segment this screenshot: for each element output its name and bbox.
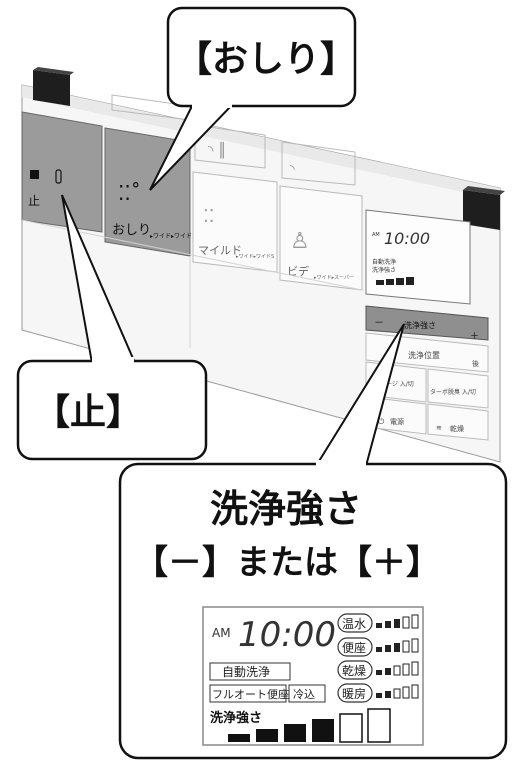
lcd-seat: 便座	[342, 640, 366, 655]
lcd-level-segment	[385, 645, 391, 652]
strength-plus[interactable]: ＋	[470, 331, 479, 342]
lcd-level-segment	[393, 665, 401, 676]
lcd-level-segment	[402, 616, 410, 629]
strength-level-bar	[339, 713, 363, 743]
dry-button[interactable]	[427, 403, 489, 441]
dry-icon: ≋	[436, 424, 442, 432]
bidet-modes: ▸ワイド▸スーパー	[314, 275, 354, 281]
lcd-dry: 乾燥	[342, 664, 366, 678]
large-lcd: AM 10:00 温水 便座 乾燥 暖房 自動洗浄 フルオート便座 冷込 洗浄強…	[202, 606, 424, 746]
lcd-level-segment	[385, 691, 391, 698]
oshiri-callout-text: 【おしり】	[176, 39, 357, 80]
lcd-strength-label: 洗浄強さ	[210, 710, 262, 726]
stop-indicator-icon	[55, 169, 62, 184]
lcd-level-segment	[376, 623, 382, 628]
strength-level-bar	[228, 734, 250, 742]
mini-lcd: AM 10:00 自動洗浄 洗浄強さ	[365, 209, 471, 305]
oshiri-modes: ▸ワイド▸ワイドS	[150, 233, 196, 240]
strength-button-label: 洗浄強さ	[404, 320, 436, 330]
top-indicators: ◝ ║ ◝	[111, 94, 356, 186]
lcd-level-bars	[376, 614, 419, 699]
position-button-label: 洗浄位置	[408, 350, 440, 360]
svg-text:AM: AM	[372, 232, 380, 238]
oshiri-button-label: おしり	[112, 223, 151, 238]
right-end-cap	[463, 190, 500, 230]
lcd-strength-bars	[228, 708, 391, 743]
strength-callout-buttons: 【－】または【＋】	[134, 543, 440, 583]
lcd-cold: 冷込	[293, 688, 315, 701]
bidet-button-label: ビデ	[287, 264, 309, 278]
mild-modes: ▸ワイド▸ワイドS	[236, 254, 274, 260]
lcd-level-segment	[376, 693, 382, 698]
lcd-level-segment	[402, 640, 410, 653]
left-end-cap	[33, 70, 70, 106]
lcd-level-segment	[411, 614, 419, 629]
stop-callout-text: 【止】	[34, 392, 143, 433]
lcd-level-segment	[411, 661, 419, 676]
lcd-level-segment	[411, 684, 419, 699]
oshiri-callout	[149, 6, 357, 191]
strength-button[interactable]	[365, 305, 489, 341]
svg-text:洗浄強さ: 洗浄強さ	[372, 266, 396, 274]
stop-button-label: 止	[28, 194, 40, 208]
stop-callout	[16, 194, 208, 461]
strength-minus[interactable]: －	[374, 318, 384, 329]
lcd-level-segment	[385, 621, 391, 628]
lcd-level-segment	[394, 643, 400, 652]
lcd-full-auto-seat: フルオート便座	[212, 687, 289, 701]
lcd-level-segment	[393, 688, 401, 699]
lcd-auto-wash: 自動洗浄	[222, 665, 270, 679]
position-back-label: 後	[472, 359, 479, 368]
power-button-label: 電源	[390, 417, 404, 426]
turbo-button[interactable]	[427, 368, 489, 409]
strength-level-bar	[284, 724, 306, 742]
svg-text:◝: ◝	[290, 162, 295, 176]
massage-button-label: マッサージ 入/切	[368, 381, 414, 388]
strength-level-bar	[312, 719, 334, 742]
svg-text:◝ ║: ◝ ║	[207, 141, 226, 159]
lcd-ampm: AM	[212, 626, 231, 640]
mild-icon: ⁚⁚	[203, 206, 214, 227]
lcd-level-segment	[376, 647, 382, 652]
strength-level-bar	[367, 708, 391, 743]
lcd-level-segment	[376, 670, 382, 675]
svg-text:10:00: 10:00	[384, 229, 430, 248]
mild-button-label: マイルド	[198, 244, 242, 257]
strength-callout-title: 洗浄強さ	[210, 487, 363, 531]
lcd-level-segment	[402, 663, 410, 676]
lcd-level-segment	[385, 668, 391, 675]
lcd-level-segment	[411, 638, 419, 653]
svg-text:自動洗浄: 自動洗浄	[372, 258, 396, 266]
lcd-level-segment	[394, 619, 400, 628]
stop-square-icon	[30, 170, 39, 179]
turbo-button-label: ターボ脱臭 入/切	[430, 388, 476, 396]
lcd-level-segment	[402, 686, 410, 699]
lcd-warm-water: 温水	[342, 617, 366, 631]
dry-button-label: 乾燥	[450, 424, 464, 433]
power-icon: ⏻	[378, 417, 385, 426]
stop-button[interactable]	[21, 111, 103, 233]
lcd-heater: 暖房	[342, 686, 366, 701]
strength-level-bar	[256, 729, 278, 742]
bidet-icon: ♙	[290, 229, 310, 254]
lcd-time: 10:00	[238, 615, 336, 655]
oshiri-icon: ⁚⁚˚	[118, 181, 141, 205]
